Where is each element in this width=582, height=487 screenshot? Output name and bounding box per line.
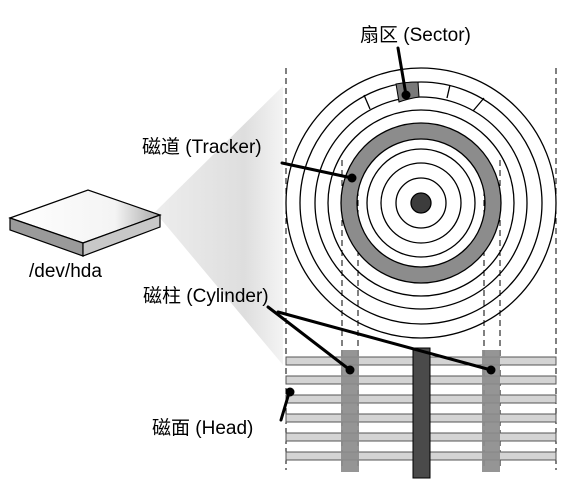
track-ring	[380, 162, 462, 244]
disk-platter	[285, 67, 557, 339]
track-ring	[366, 148, 476, 258]
track-ring	[395, 177, 447, 229]
sector-pointer	[396, 46, 408, 97]
pointer-lines	[266, 46, 493, 422]
cylinder-pointer-left	[266, 305, 352, 372]
track-ring	[356, 138, 486, 268]
cylinder-label: 磁柱 (Cylinder)	[143, 285, 269, 307]
track-ring	[340, 122, 502, 284]
hard-disk-icon	[8, 189, 162, 257]
cylinder-columns	[341, 350, 500, 472]
cylinder-column-right	[482, 350, 500, 472]
track-ring	[327, 109, 515, 297]
cylinder-column-left	[341, 350, 359, 472]
track-label: 磁道 (Tracker)	[142, 136, 262, 158]
track-ring	[314, 96, 528, 310]
head-label: 磁面 (Head)	[152, 417, 253, 439]
spindle-shaft	[412, 347, 431, 479]
track-pointer	[280, 161, 354, 180]
highlighted-track	[341, 123, 501, 283]
head-pointer	[279, 391, 291, 422]
projection-beam	[155, 86, 283, 365]
spindle-hole	[410, 192, 432, 214]
cylinder-pointer-right	[276, 310, 493, 372]
sector-dividers	[363, 84, 485, 112]
pointer-endpoints	[285, 90, 496, 397]
track-ring	[299, 81, 543, 325]
track-ring	[285, 67, 557, 339]
device-label: /dev/hda	[29, 261, 102, 282]
sector-label: 扇区 (Sector)	[360, 24, 471, 46]
